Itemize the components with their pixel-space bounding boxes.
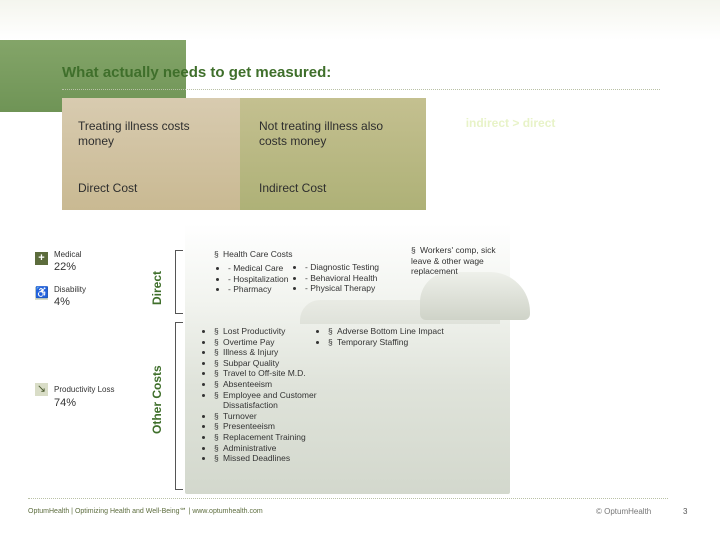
list-item: - Medical Care [228,263,288,274]
direct-costs-list-2: - Diagnostic Testing - Behavioral Health… [305,262,379,294]
list-item: - Physical Therapy [305,283,379,294]
wheelchair-icon: ♿ [35,287,49,300]
list-item: §Adverse Bottom Line Impact [328,326,444,337]
downtrend-icon: ↘ [35,383,48,396]
direct-costs-list-1: - Medical Care - Hospitalization - Pharm… [228,263,288,295]
indirect-cost-panel [240,98,426,210]
list-item: §Absenteeism [214,379,334,390]
indirect-cost-label: Indirect Cost [259,181,327,195]
list-item: - Pharmacy [228,284,288,295]
indirect-cost-description: Not treating illness also costs money [259,119,384,148]
list-item: - Behavioral Health [305,273,379,284]
direct-cost-panel [62,98,242,210]
list-item: §Lost Productivity [214,326,334,337]
list-item: §Temporary Staffing [328,337,444,348]
category-label-medical: Medical [54,250,82,259]
direct-cost-description: Treating illness costs money [78,119,190,148]
iceberg-peak [420,272,530,320]
investment-text-highlight: indirect > direct [465,116,556,130]
category-percent-productivity: 74% [54,397,77,409]
title-divider [62,89,660,90]
direct-bracket [175,250,183,314]
footer-text: OptumHealth | Optimizing Health and Well… [28,508,263,515]
footer-divider [28,498,668,499]
list-item: §Travel to Off-site M.D. [214,368,334,379]
list-item: - Hospitalization [228,274,288,285]
other-costs-list-1: §Lost Productivity §Overtime Pay §Illnes… [214,326,334,464]
investment-text-prefix: When [431,116,466,130]
page-number: 3 [683,507,688,516]
other-costs-bracket [175,322,183,490]
category-label-productivity: Productivity Loss [54,385,115,394]
category-percent-disability: 4% [54,296,70,308]
list-item: §Overtime Pay [214,337,334,348]
category-label-disability: Disability [54,285,87,294]
workers-comp-note: §Workers' comp, sick leave & other wage … [411,245,496,277]
list-item: §Subpar Quality [214,358,334,369]
investment-text-suffix: , treatment becomes an investment opport… [431,116,559,160]
list-item: §Administrative [214,443,334,454]
health-care-costs-heading: §Health Care Costs [214,249,293,259]
other-costs-side-label: Other Costs [150,365,164,434]
iceberg-image [185,224,510,494]
slide-title: What actually needs to get measured: [62,64,332,81]
list-item: §Illness & Injury [214,347,334,358]
category-percent-medical: 22% [54,261,77,273]
direct-side-label: Direct [150,270,164,305]
list-item: - Diagnostic Testing [305,262,379,273]
copyright: © OptumHealth [596,507,652,516]
top-band [0,0,720,40]
investment-text: When indirect > direct, treatment become… [431,116,591,161]
plus-icon: + [35,252,48,265]
list-item: §Missed Deadlines [214,453,334,464]
direct-cost-label: Direct Cost [78,181,138,195]
list-item: §Presenteeism [214,421,334,432]
other-costs-list-2: §Adverse Bottom Line Impact §Temporary S… [328,326,444,347]
list-item: §Replacement Training [214,432,334,443]
list-item: §Turnover [214,411,334,422]
list-item: §Employee and Customer Dissatisfaction [214,390,334,411]
